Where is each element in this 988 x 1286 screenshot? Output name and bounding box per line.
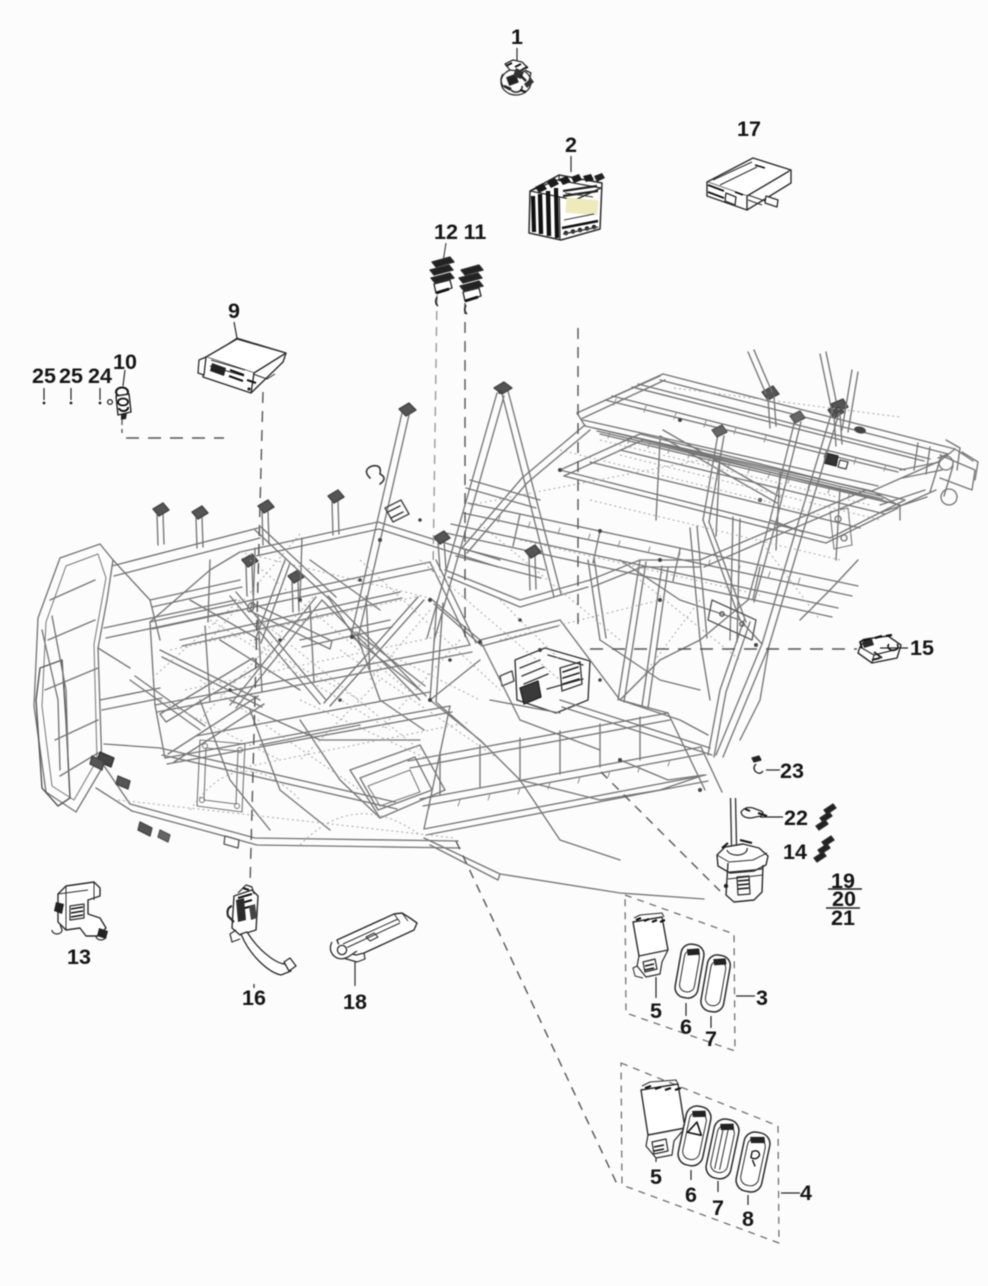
- svg-text:9: 9: [228, 299, 240, 323]
- svg-text:16: 16: [242, 986, 266, 1010]
- svg-text:7: 7: [712, 1196, 724, 1220]
- svg-text:18: 18: [343, 990, 367, 1014]
- svg-text:11: 11: [464, 220, 487, 244]
- svg-text:1: 1: [511, 25, 523, 49]
- svg-text:4: 4: [800, 1181, 812, 1205]
- svg-text:7: 7: [705, 1027, 717, 1051]
- svg-text:12: 12: [434, 220, 458, 244]
- svg-text:5: 5: [650, 1165, 662, 1189]
- svg-text:6: 6: [685, 1183, 697, 1207]
- svg-text:17: 17: [737, 117, 761, 141]
- svg-text:13: 13: [67, 945, 91, 969]
- svg-text:15: 15: [910, 636, 934, 660]
- svg-text:19: 19: [831, 869, 855, 893]
- svg-text:21: 21: [831, 906, 855, 930]
- svg-text:5: 5: [650, 999, 662, 1023]
- svg-text:25: 25: [32, 364, 56, 388]
- svg-text:23: 23: [780, 759, 804, 783]
- svg-text:6: 6: [680, 1015, 692, 1039]
- svg-text:22: 22: [784, 806, 808, 830]
- svg-text:14: 14: [783, 840, 807, 864]
- svg-text:8: 8: [742, 1207, 754, 1231]
- svg-text:25: 25: [59, 364, 83, 388]
- svg-text:10: 10: [113, 350, 137, 374]
- svg-text:2: 2: [565, 133, 577, 157]
- svg-text:24: 24: [88, 364, 112, 388]
- svg-text:20: 20: [832, 887, 856, 911]
- svg-text:3: 3: [756, 986, 768, 1010]
